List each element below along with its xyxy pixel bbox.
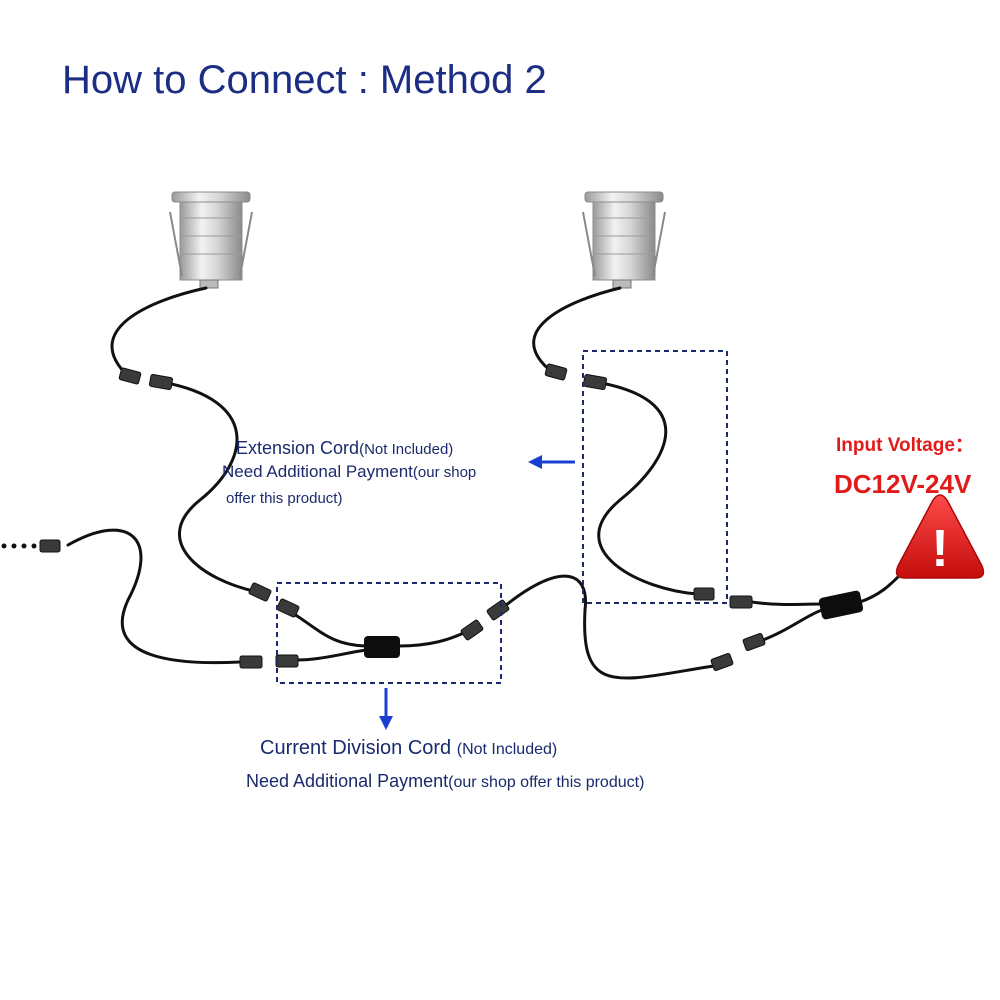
connector — [742, 633, 766, 651]
input-voltage-label: Input Voltage： — [836, 435, 974, 456]
connector — [39, 539, 61, 553]
extension-cord-arrow — [528, 455, 575, 469]
connector — [118, 367, 142, 385]
division-cord-payment: Need Additional Payment(our shop offer t… — [246, 771, 644, 792]
cable-light1-lead — [110, 286, 208, 378]
division-cord-box — [276, 582, 502, 684]
cable-to-power — [858, 573, 902, 604]
led-light-2 — [582, 191, 666, 289]
connector — [275, 654, 299, 668]
cables — [66, 286, 902, 680]
connector — [276, 598, 300, 618]
extension-cord-label: Extension Cord(Not Included) — [236, 438, 453, 459]
connector — [239, 655, 263, 669]
cable-right-to-splitter-b — [756, 608, 824, 644]
division-cord-payment-note: (our shop offer this product) — [448, 774, 645, 791]
cable-left-incoming — [66, 528, 242, 665]
connector — [248, 582, 272, 602]
warning-exclamation: ! — [931, 520, 948, 578]
division-cord-arrow — [379, 688, 393, 730]
extension-cord-box — [582, 350, 728, 604]
splitter-right — [818, 590, 864, 620]
extension-cord-payment: Need Additional Payment(our shop — [222, 462, 476, 482]
cable-splitter-right — [396, 628, 472, 648]
cable-to-splitter-left-a — [286, 608, 368, 648]
connector — [148, 373, 174, 391]
input-voltage-value: DC12V-24V — [834, 469, 972, 499]
warning-icon: ! — [895, 494, 985, 579]
connector — [693, 587, 715, 601]
extension-cord-offer: offer this product) — [226, 490, 343, 507]
connector — [710, 653, 734, 671]
dotted-continuation — [1, 543, 37, 549]
extension-cord-payment-main: Need Additional Payment — [222, 462, 413, 481]
division-cord-label: Current Division Cord (Not Included) — [260, 737, 557, 760]
extension-cord-payment-note: (our shop — [412, 464, 477, 481]
page-title: How to Connect : Method 2 — [62, 58, 547, 102]
splitter-left — [364, 636, 400, 658]
extension-cord-note: (Not Included) — [359, 441, 454, 458]
connector — [486, 599, 510, 621]
cable-light2-lead — [532, 286, 622, 374]
cable-extension-2 — [594, 380, 700, 596]
connector — [729, 595, 753, 609]
extension-cord-name: Extension Cord — [236, 438, 360, 458]
led-light-1 — [169, 191, 253, 289]
division-cord-name: Current Division Cord — [260, 737, 452, 759]
division-cord-payment-main: Need Additional Payment — [246, 771, 449, 791]
division-cord-note: (Not Included) — [456, 741, 558, 758]
connector — [582, 373, 608, 391]
cable-to-splitter-left-b — [294, 648, 368, 662]
cable-right-to-splitter-a — [750, 600, 824, 606]
connectors — [39, 363, 766, 671]
connector — [460, 619, 484, 641]
connector — [544, 363, 568, 381]
cable-right-arc — [498, 574, 722, 680]
cable-extension-1 — [160, 380, 260, 594]
